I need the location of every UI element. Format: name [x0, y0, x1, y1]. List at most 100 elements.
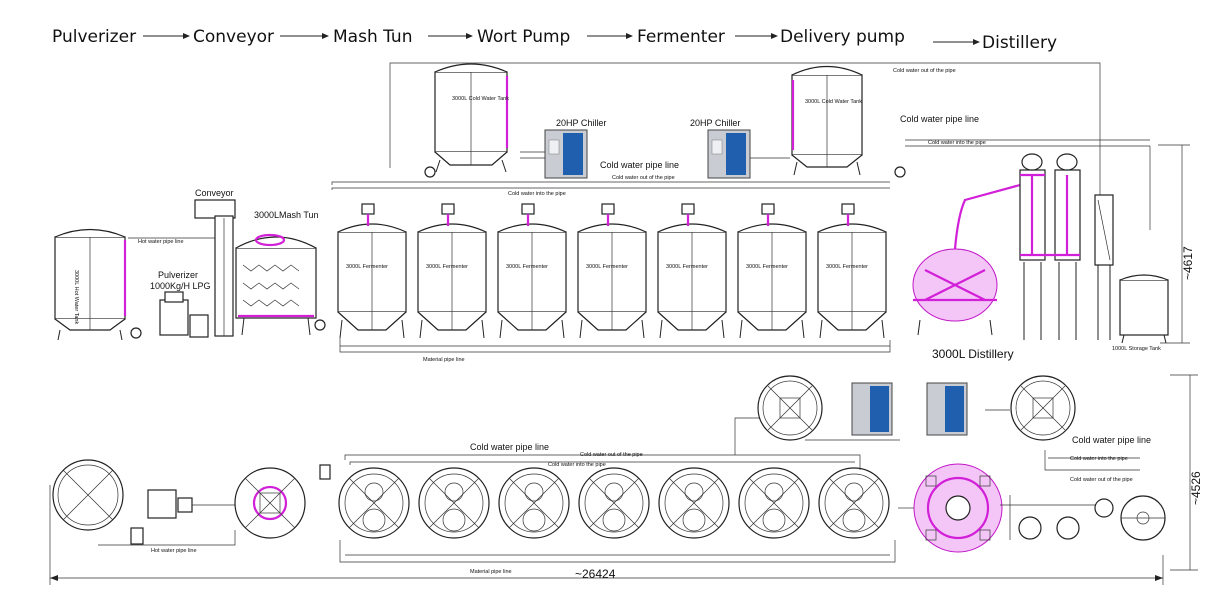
pulverizer-rate-label: 1000Kg/H LPG: [150, 281, 211, 291]
flow-step-delivery-pump: Delivery pump: [780, 27, 905, 47]
cold-in-plan-right-label: Cold water into the pipe: [1070, 456, 1128, 462]
mash-tun-label: 3000LMash Tun: [254, 210, 319, 220]
chiller-left-label: 20HP Chiller: [556, 118, 606, 128]
cold-pipe-top-label: Cold water pipe line: [600, 160, 679, 170]
cold-pipe-plan-mid-label: Cold water pipe line: [470, 442, 549, 452]
fermenter-plan: [738, 467, 810, 539]
flow-arrowhead: [183, 33, 190, 39]
process-flow: Pulverizer Conveyor Mash Tun Wort Pump F…: [52, 27, 1057, 53]
storage-tank-plan: [1120, 495, 1166, 541]
pulverizer-plan: [130, 489, 238, 545]
cold-pipe-right-label: Cold water pipe line: [900, 114, 979, 124]
cold-in-right-label: Cold water into the pipe: [928, 140, 986, 146]
mash-tun-plan: [234, 467, 306, 539]
fermenter-tank: 3000L Fermenter: [657, 203, 727, 339]
flow-step-conveyor: Conveyor: [193, 27, 274, 47]
flow-step-pulverizer: Pulverizer: [52, 27, 136, 47]
conveyor-label: Conveyor: [195, 188, 234, 198]
cold-water-tank-left-label: 3000L Cold Water Tank: [452, 96, 509, 102]
fermenter-label: 3000L Fermenter: [826, 264, 868, 270]
fermenter-row-plan: [338, 467, 890, 539]
chiller-right: [707, 129, 751, 179]
cold-water-tank-right: 3000L Cold Water Tank: [791, 66, 863, 176]
hot-water-pipe-label-bottom: Hot water pipe line: [151, 548, 197, 554]
cold-pipe-plan-right-label: Cold water pipe line: [1072, 435, 1151, 445]
storage-tank: [1119, 274, 1169, 344]
flow-arrowhead: [973, 39, 980, 45]
cold-water-tank-left: 3000L Cold Water Tank: [434, 63, 509, 173]
distillation-columns: [1019, 153, 1114, 340]
hot-water-tank: 3000L Hot Water Tank: [54, 228, 127, 341]
flow-step-wort-pump: Wort Pump: [477, 27, 570, 47]
fermenter-tank: 3000L Fermenter: [577, 203, 647, 339]
plan-piping: [339, 409, 1140, 563]
wort-pump-icon: [314, 319, 326, 331]
distillery-plan: [898, 463, 1003, 553]
cold-water-tank-right-label: 3000L Cold Water Tank: [805, 99, 862, 105]
wort-pump-plan-icon: [319, 464, 331, 480]
distillery-still: [912, 183, 1021, 336]
cold-water-piping-top: [331, 62, 1151, 230]
cold-out-right-label: Cold water out of the pipe: [893, 68, 956, 74]
fermenter-plan: [818, 467, 890, 539]
fermenter-tank: 3000L Fermenter: [337, 203, 407, 339]
fermenter-label: 3000L Fermenter: [426, 264, 468, 270]
flow-step-distillery: Distillery: [982, 33, 1057, 53]
fermenter-plan: [658, 467, 730, 539]
dimension-width: [49, 485, 1164, 585]
cold-out-plan-label: Cold water out of the pipe: [580, 452, 643, 458]
fermenter-tank: 3000L Fermenter: [817, 203, 887, 339]
cold-in-top-label: Cold water into the pipe: [508, 191, 566, 197]
cold-in-plan-label: Cold water into the pipe: [548, 462, 606, 468]
dim-width-label: ~26424: [575, 567, 616, 581]
flow-arrowhead: [626, 33, 633, 39]
conveyor-machine: [194, 199, 236, 337]
chiller-right-plan: [926, 382, 968, 436]
distillery-label: 3000L Distillery: [932, 347, 1014, 361]
cold-water-tank-left-plan: [757, 375, 823, 441]
material-pipe-top-label: Material pipe line: [423, 357, 465, 363]
pump-icon: [130, 327, 142, 339]
pump-icon: [424, 166, 436, 178]
fermenter-tank: 3000L Fermenter: [737, 203, 807, 339]
chiller-left-plan: [851, 382, 893, 436]
chiller-right-label: 20HP Chiller: [690, 118, 740, 128]
fermenter-plan: [338, 467, 410, 539]
fermenter-plan: [418, 467, 490, 539]
cold-out-plan-right-label: Cold water out of the pipe: [1070, 477, 1133, 483]
fermenter-label: 3000L Fermenter: [746, 264, 788, 270]
mash-tun: [235, 233, 317, 336]
dim-height-2-label: ~4526: [1189, 471, 1203, 505]
hot-water-pipe-label-top: Hot water pipe line: [138, 239, 184, 245]
flow-arrowhead: [322, 33, 329, 39]
flow-arrowhead: [771, 33, 778, 39]
fermenter-label: 3000L Fermenter: [506, 264, 548, 270]
flow-step-mash-tun: Mash Tun: [333, 27, 412, 47]
fermenter-row-elevation: 3000L Fermenter 3000L Fermenter 3000L Ferm…: [337, 203, 887, 339]
hot-water-tank-label: 3000L Hot Water Tank: [73, 270, 79, 324]
fermenter-label: 3000L Fermenter: [346, 264, 388, 270]
flow-step-fermenter: Fermenter: [637, 27, 725, 47]
hot-water-tank-plan: [52, 459, 124, 531]
fermenter-label: 3000L Fermenter: [586, 264, 628, 270]
fermenter-plan: [498, 467, 570, 539]
dim-height-1-label: ~4617: [1181, 246, 1195, 280]
chiller-left: [544, 129, 588, 179]
flow-arrowhead: [466, 33, 473, 39]
dimension-height-plan: [1170, 374, 1198, 571]
cold-water-tank-right-plan: [1010, 375, 1076, 441]
fermenter-tank: 3000L Fermenter: [417, 203, 487, 339]
fermenter-label: 3000L Fermenter: [666, 264, 708, 270]
pulverizer-label: Pulverizer: [158, 270, 198, 280]
columns-plan: [1000, 495, 1114, 540]
pulverizer-machine: [159, 291, 209, 338]
material-pipe-bottom-label: Material pipe line: [470, 569, 512, 575]
material-pipe-top: [339, 338, 891, 353]
pump-icon: [894, 166, 906, 178]
cold-out-top-label: Cold water out of the pipe: [612, 175, 675, 181]
storage-tank-label: 1000L Storage Tank: [1112, 346, 1161, 352]
fermenter-tank: 3000L Fermenter: [497, 203, 567, 339]
fermenter-plan: [578, 467, 650, 539]
dimension-height-elevation: [1158, 144, 1190, 344]
